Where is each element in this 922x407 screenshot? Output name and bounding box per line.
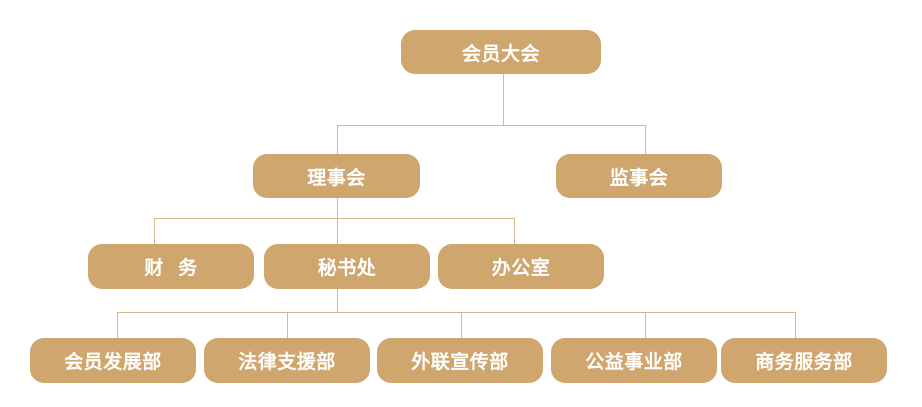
connector-level4-bus: [117, 312, 796, 313]
node-legal-support: 法律支援部: [204, 338, 370, 383]
connector-board-down: [337, 198, 338, 218]
node-business-services: 商务服务部: [721, 338, 887, 383]
connector-to-business-services: [795, 312, 796, 338]
node-general-assembly: 会员大会: [401, 30, 601, 74]
node-board-of-directors: 理事会: [253, 154, 420, 198]
connector-level3-bus: [154, 218, 515, 219]
connector-secretariat-down: [337, 289, 338, 312]
connector-to-board: [337, 125, 338, 154]
connector-to-office: [514, 218, 515, 244]
node-external-publicity: 外联宣传部: [377, 338, 543, 383]
connector-to-public-welfare: [645, 312, 646, 338]
node-secretariat: 秘书处: [264, 244, 430, 289]
connector-to-supervisory: [645, 125, 646, 154]
connector-to-finance: [154, 218, 155, 244]
node-office: 办公室: [438, 244, 604, 289]
connector-to-member-development: [117, 312, 118, 338]
connector-to-external-publicity: [461, 312, 462, 338]
node-member-development: 会员发展部: [30, 338, 196, 383]
connector-to-legal-support: [287, 312, 288, 338]
node-public-welfare: 公益事业部: [551, 338, 717, 383]
connector-to-secretariat: [337, 218, 338, 244]
connector-level2-bus: [337, 125, 646, 126]
connector-assembly-down: [503, 74, 504, 125]
node-finance: 财 务: [88, 244, 254, 289]
node-supervisory-board: 监事会: [556, 154, 722, 198]
